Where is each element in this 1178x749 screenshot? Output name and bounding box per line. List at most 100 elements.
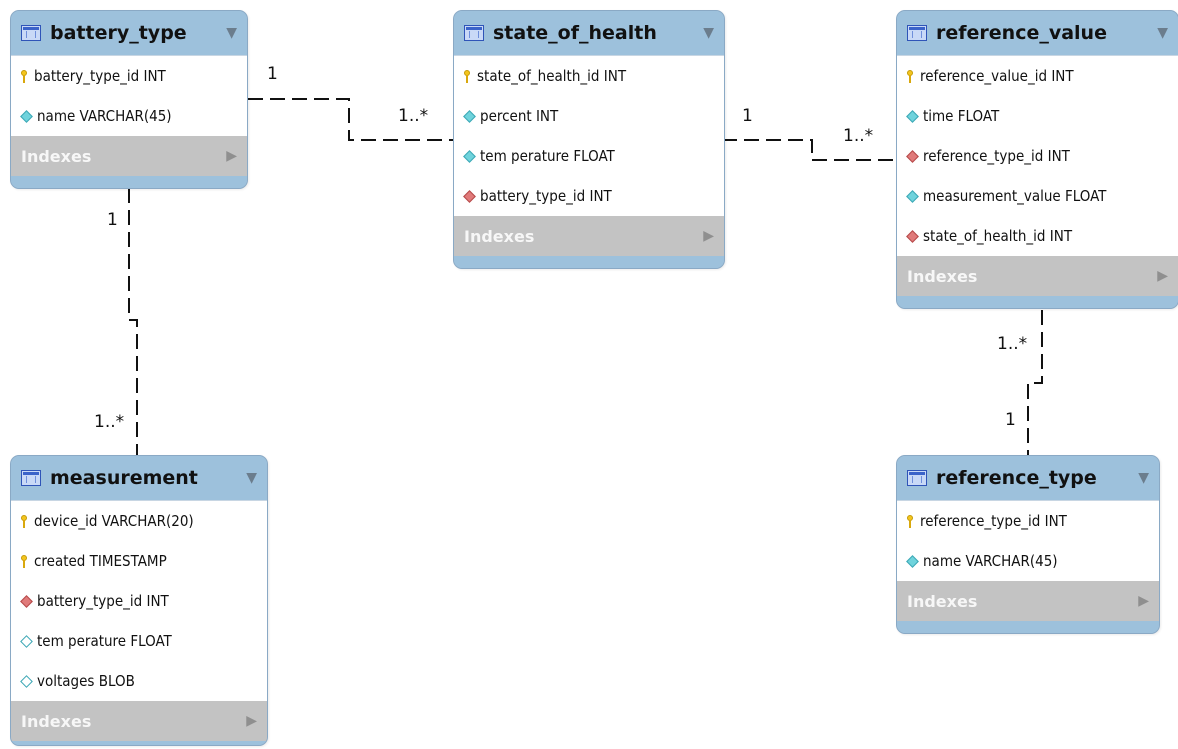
column-text: reference_type_id INT bbox=[923, 147, 1070, 165]
column-diamond-hollow-icon bbox=[20, 674, 33, 688]
column-text: percent INT bbox=[480, 107, 559, 125]
relationship-state-of-health-reference-value[interactable] bbox=[722, 139, 897, 161]
expand-arrow-icon[interactable]: ▶ bbox=[703, 228, 714, 244]
table-battery-type[interactable]: battery_type ▼ battery_type_id INT name … bbox=[10, 10, 248, 189]
collapse-arrow-icon[interactable]: ▼ bbox=[703, 25, 714, 41]
column-row[interactable]: state_of_health_id INT bbox=[897, 216, 1178, 256]
cardinality-label: 1 bbox=[107, 210, 118, 230]
column-diamond-hollow-icon bbox=[20, 634, 33, 648]
cardinality-label: 1..* bbox=[398, 106, 429, 126]
table-header[interactable]: state_of_health ▼ bbox=[454, 11, 724, 55]
collapse-arrow-icon[interactable]: ▼ bbox=[246, 470, 257, 486]
foreign-key-diamond-red-icon bbox=[906, 149, 919, 163]
table-name: reference_value bbox=[936, 22, 1107, 44]
collapse-arrow-icon[interactable]: ▼ bbox=[226, 25, 237, 41]
column-row[interactable]: measurement_value FLOAT bbox=[897, 176, 1178, 216]
collapse-arrow-icon[interactable]: ▼ bbox=[1157, 25, 1168, 41]
table-icon bbox=[464, 25, 484, 41]
primary-key-icon bbox=[906, 69, 914, 83]
cardinality-label: 1 bbox=[267, 64, 278, 84]
column-text: tem perature FLOAT bbox=[37, 632, 172, 650]
column-row[interactable]: tem perature FLOAT bbox=[11, 621, 267, 661]
column-text: reference_type_id INT bbox=[920, 512, 1067, 530]
table-name: measurement bbox=[50, 467, 198, 489]
column-text: measurement_value FLOAT bbox=[923, 187, 1107, 205]
indexes-section[interactable]: Indexes ▶ bbox=[897, 581, 1159, 621]
indexes-section[interactable]: Indexes ▶ bbox=[897, 256, 1178, 296]
column-row[interactable]: time FLOAT bbox=[897, 96, 1178, 136]
foreign-key-diamond-red-icon bbox=[20, 594, 33, 608]
indexes-label: Indexes bbox=[464, 226, 535, 246]
column-text: tem perature FLOAT bbox=[480, 147, 615, 165]
expand-arrow-icon[interactable]: ▶ bbox=[226, 148, 237, 164]
column-row[interactable]: battery_type_id INT bbox=[11, 56, 247, 96]
column-text: state_of_health_id INT bbox=[477, 67, 627, 85]
table-header[interactable]: measurement ▼ bbox=[11, 456, 267, 500]
column-text: name VARCHAR(45) bbox=[923, 552, 1058, 570]
column-row[interactable]: created TIMESTAMP bbox=[11, 541, 267, 581]
table-reference-value[interactable]: reference_value ▼ reference_value_id INT… bbox=[896, 10, 1178, 309]
table-header[interactable]: reference_value ▼ bbox=[897, 11, 1178, 55]
foreign-key-diamond-red-icon bbox=[906, 229, 919, 243]
table-name: reference_type bbox=[936, 467, 1097, 489]
relationship-battery-type-state-of-health[interactable] bbox=[248, 98, 454, 141]
expand-arrow-icon[interactable]: ▶ bbox=[246, 713, 257, 729]
column-row[interactable]: reference_type_id INT bbox=[897, 501, 1159, 541]
column-row[interactable]: state_of_health_id INT bbox=[454, 56, 724, 96]
column-diamond-cyan-icon bbox=[906, 554, 919, 568]
column-list: reference_value_id INT time FLOAT refere… bbox=[897, 55, 1178, 256]
table-name: battery_type bbox=[50, 22, 187, 44]
column-row[interactable]: device_id VARCHAR(20) bbox=[11, 501, 267, 541]
column-text: state_of_health_id INT bbox=[923, 227, 1073, 245]
table-header[interactable]: reference_type ▼ bbox=[897, 456, 1159, 500]
primary-key-icon bbox=[20, 69, 28, 83]
table-icon bbox=[907, 470, 927, 486]
table-reference-type[interactable]: reference_type ▼ reference_type_id INT n… bbox=[896, 455, 1160, 634]
cardinality-label: 1..* bbox=[843, 126, 874, 146]
column-row[interactable]: reference_type_id INT bbox=[897, 136, 1178, 176]
primary-key-icon bbox=[906, 514, 914, 528]
column-row[interactable]: battery_type_id INT bbox=[454, 176, 724, 216]
column-row[interactable]: voltages BLOB bbox=[11, 661, 267, 701]
column-text: device_id VARCHAR(20) bbox=[34, 512, 194, 530]
column-diamond-cyan-icon bbox=[20, 109, 33, 123]
table-icon bbox=[21, 470, 41, 486]
column-row[interactable]: name VARCHAR(45) bbox=[897, 541, 1159, 581]
table-icon bbox=[907, 25, 927, 41]
primary-key-icon bbox=[20, 514, 28, 528]
collapse-arrow-icon[interactable]: ▼ bbox=[1138, 470, 1149, 486]
indexes-section[interactable]: Indexes ▶ bbox=[11, 136, 247, 176]
table-header[interactable]: battery_type ▼ bbox=[11, 11, 247, 55]
expand-arrow-icon[interactable]: ▶ bbox=[1138, 593, 1149, 609]
cardinality-label: 1 bbox=[742, 106, 753, 126]
column-text: reference_value_id INT bbox=[920, 67, 1074, 85]
table-measurement[interactable]: measurement ▼ device_id VARCHAR(20) crea… bbox=[10, 455, 268, 746]
column-row[interactable]: reference_value_id INT bbox=[897, 56, 1178, 96]
relationship-reference-type-reference-value[interactable] bbox=[1027, 310, 1043, 457]
indexes-label: Indexes bbox=[21, 711, 92, 731]
relationship-battery-type-measurement[interactable] bbox=[128, 188, 138, 457]
table-footer bbox=[897, 296, 1178, 308]
indexes-section[interactable]: Indexes ▶ bbox=[454, 216, 724, 256]
table-icon bbox=[21, 25, 41, 41]
column-text: created TIMESTAMP bbox=[34, 552, 167, 570]
column-row[interactable]: battery_type_id INT bbox=[11, 581, 267, 621]
column-text: battery_type_id INT bbox=[34, 67, 166, 85]
indexes-section[interactable]: Indexes ▶ bbox=[11, 701, 267, 741]
column-row[interactable]: name VARCHAR(45) bbox=[11, 96, 247, 136]
table-name: state_of_health bbox=[493, 22, 657, 44]
expand-arrow-icon[interactable]: ▶ bbox=[1157, 268, 1168, 284]
cardinality-label: 1..* bbox=[94, 412, 125, 432]
column-row[interactable]: tem perature FLOAT bbox=[454, 136, 724, 176]
column-diamond-cyan-icon bbox=[463, 149, 476, 163]
column-text: battery_type_id INT bbox=[480, 187, 612, 205]
column-list: device_id VARCHAR(20) created TIMESTAMP … bbox=[11, 500, 267, 701]
foreign-key-diamond-red-icon bbox=[463, 189, 476, 203]
table-state-of-health[interactable]: state_of_health ▼ state_of_health_id INT… bbox=[453, 10, 725, 269]
column-row[interactable]: percent INT bbox=[454, 96, 724, 136]
indexes-label: Indexes bbox=[907, 591, 978, 611]
column-text: time FLOAT bbox=[923, 107, 1000, 125]
cardinality-label: 1 bbox=[1005, 410, 1016, 430]
